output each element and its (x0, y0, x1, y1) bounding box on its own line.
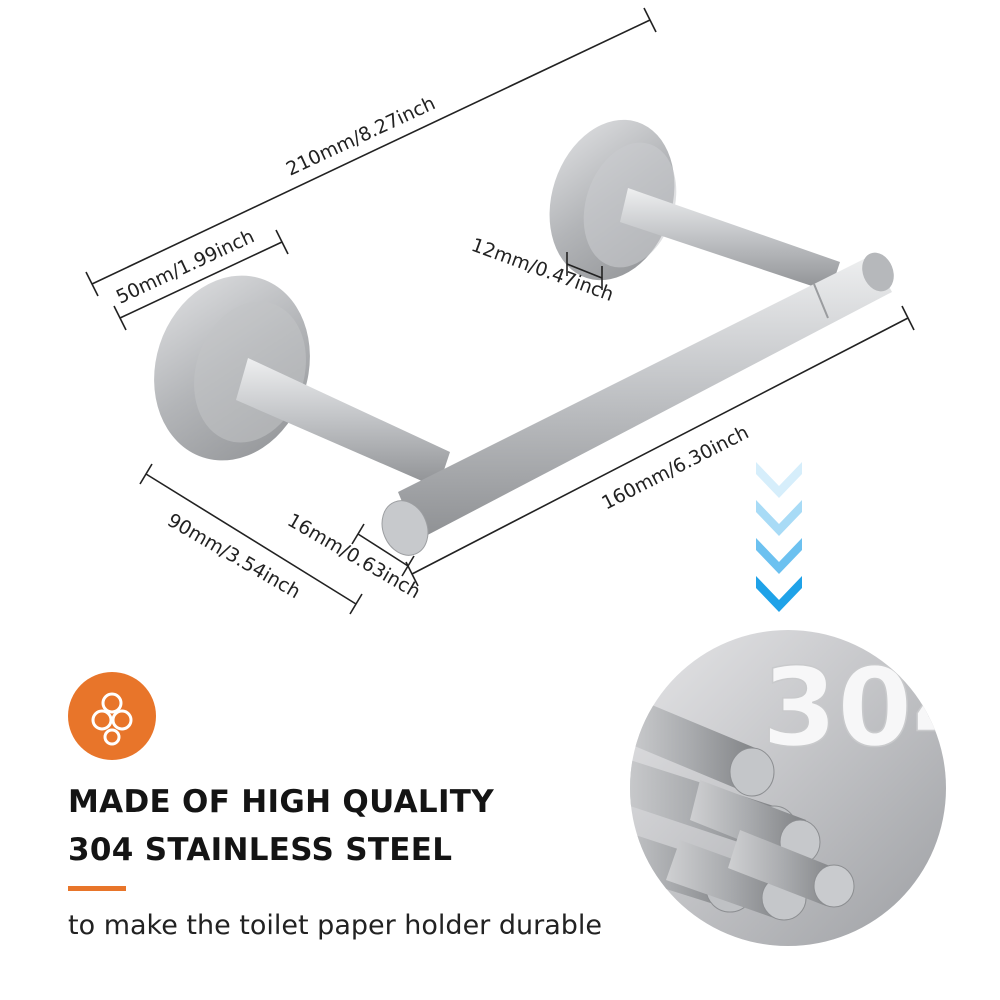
dim-total-width: 210mm/8.27inch (283, 92, 439, 180)
dim-bar-length: 160mm/6.30inch (598, 421, 752, 514)
feature-tagline: to make the toilet paper holder durable (68, 910, 603, 941)
down-arrows (756, 462, 802, 612)
dimension-lines (85, 7, 915, 615)
feature-headline: MADE OF HIGH QUALITY 304 STAINLESS STEEL (68, 778, 494, 874)
grade-label: 304 (762, 646, 987, 771)
roll-bar-far-end (862, 252, 894, 292)
roll-bar (398, 255, 892, 540)
roll-bar-end-cap (381, 500, 429, 556)
stainless-steel-rods-photo: 304 (630, 630, 987, 946)
accent-divider (68, 886, 126, 891)
back-arm (620, 188, 840, 292)
chevron-down-icon (756, 538, 802, 574)
headline-line-2: 304 STAINLESS STEEL (68, 832, 453, 868)
chevron-down-icon (756, 462, 802, 498)
steel-rods-icon (68, 672, 156, 760)
chevron-down-icon (756, 500, 802, 536)
toilet-paper-holder (154, 119, 894, 556)
bar-seam (813, 283, 829, 319)
headline-line-1: MADE OF HIGH QUALITY (68, 784, 494, 820)
front-arm (236, 358, 450, 488)
dim-projection-depth: 90mm/3.54inch (164, 509, 305, 603)
chevron-down-icon (756, 576, 802, 612)
